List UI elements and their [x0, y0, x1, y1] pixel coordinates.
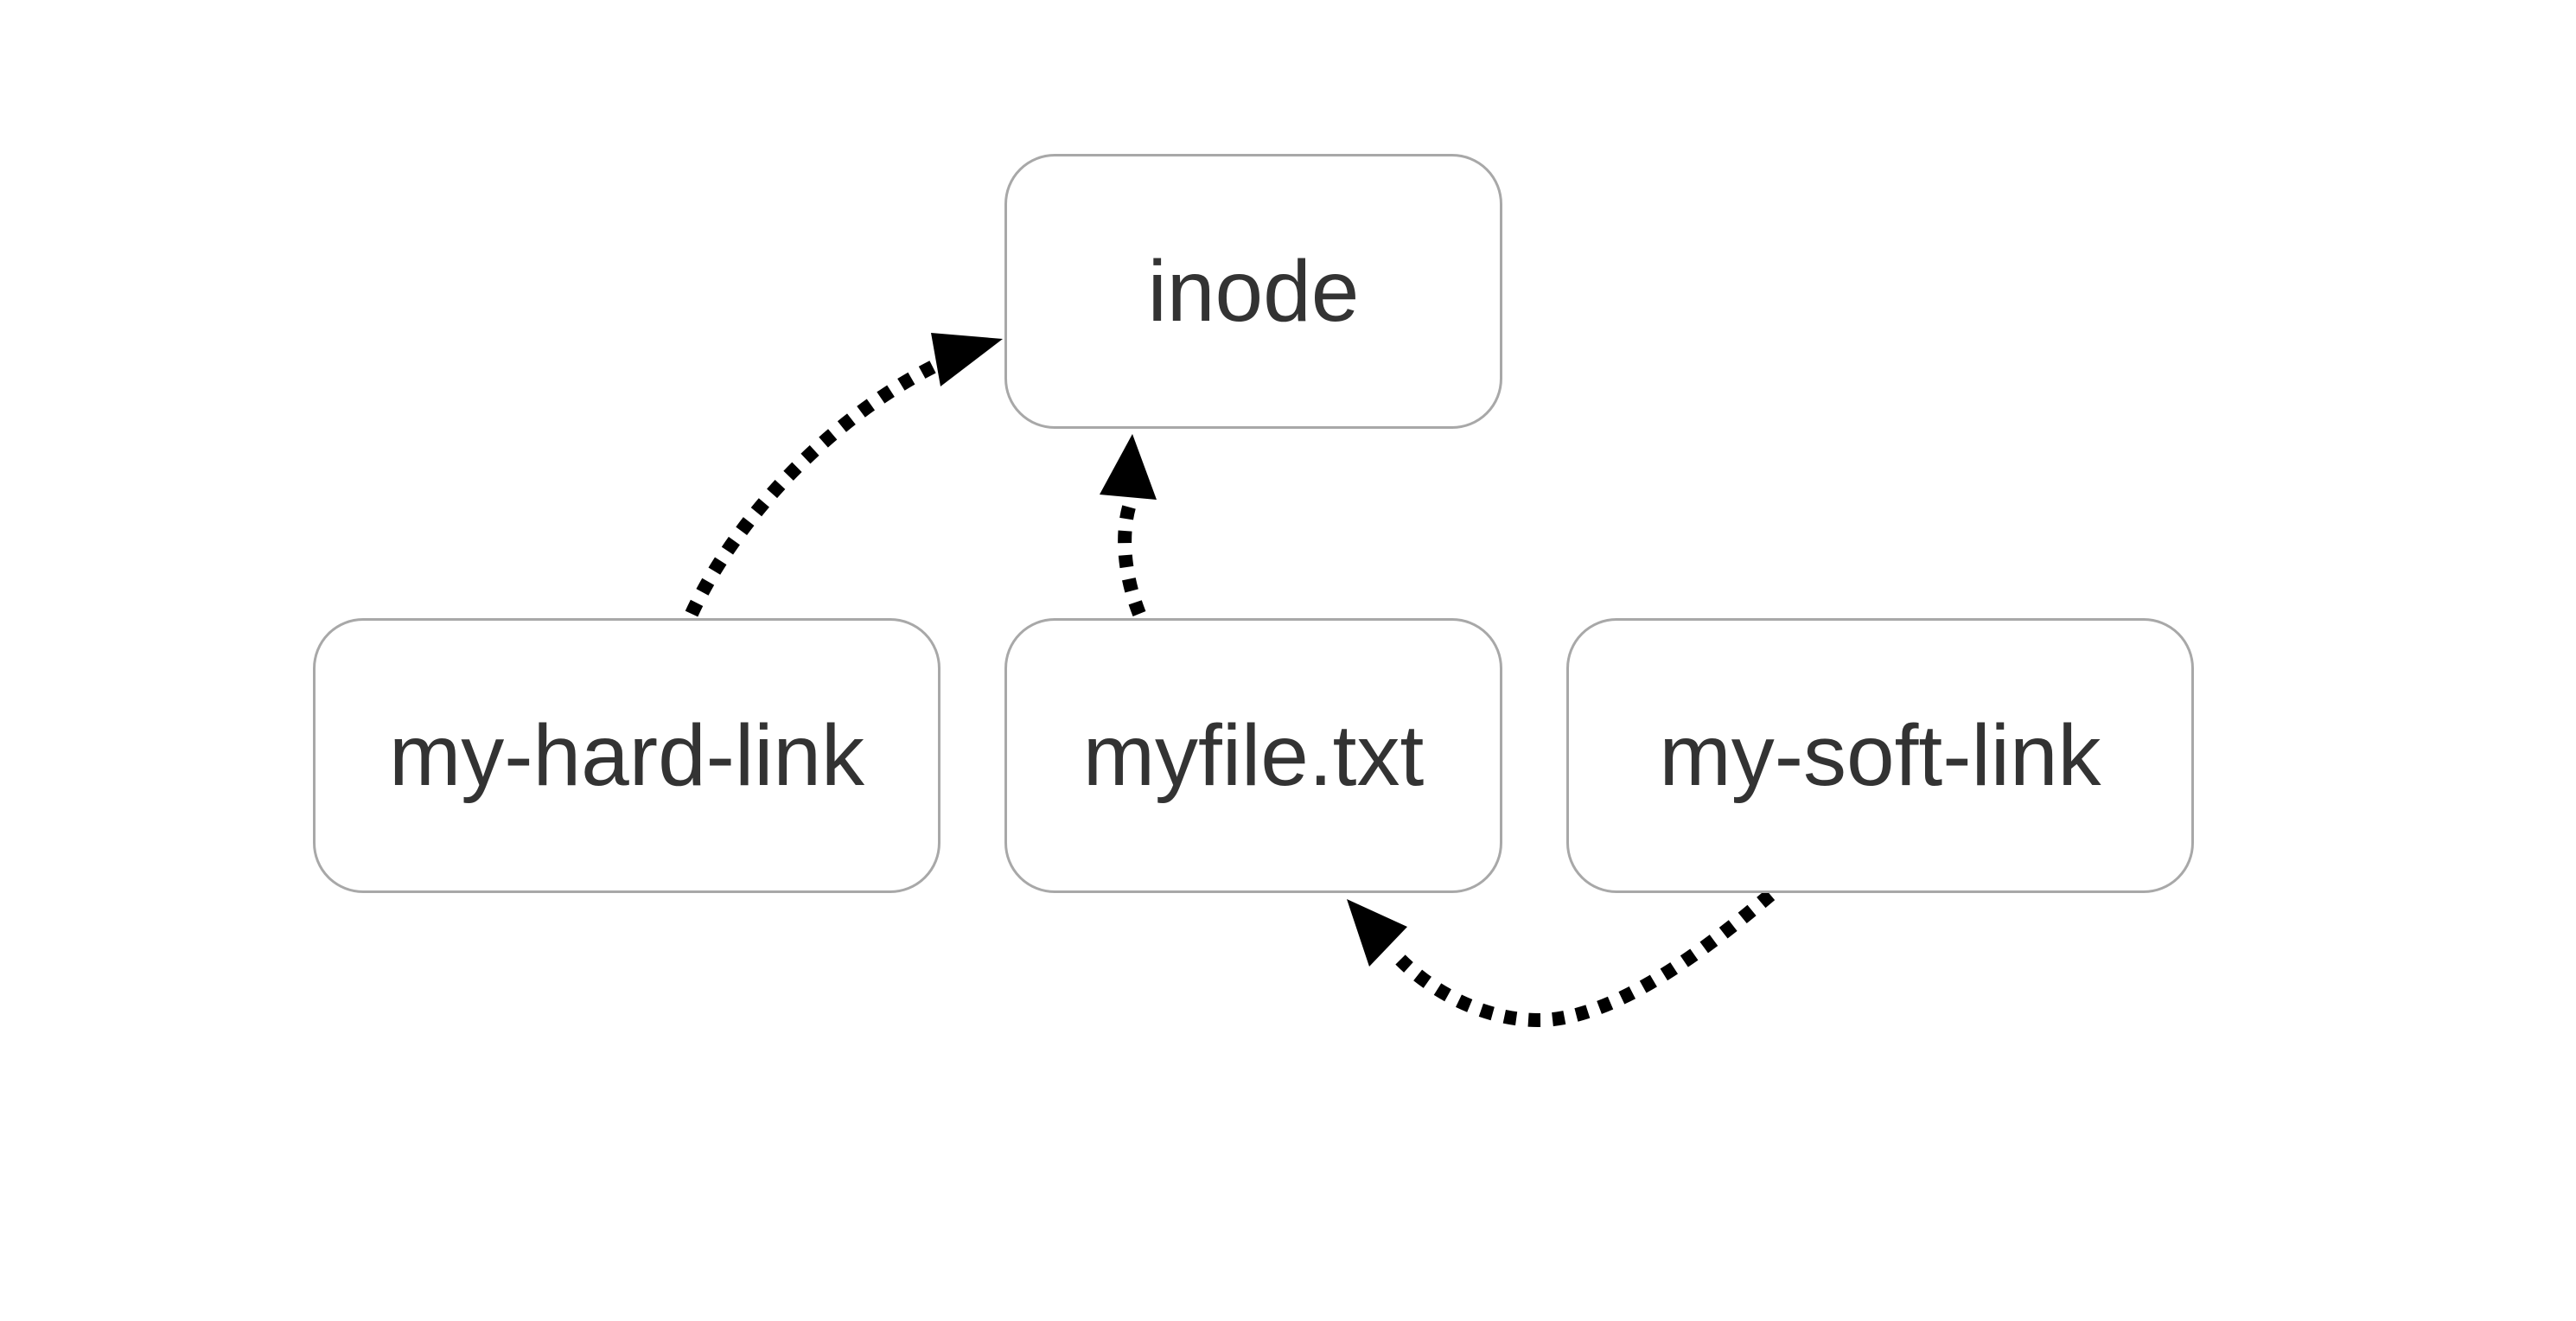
file-arrowhead — [1100, 434, 1157, 500]
hard-link-arrowhead — [931, 333, 1003, 386]
file-box: myfile.txt — [1004, 618, 1502, 893]
inode-label: inode — [1147, 242, 1360, 340]
hard-link-box: my-hard-link — [313, 618, 940, 893]
file-to-inode-arrow — [1118, 499, 1146, 616]
soft-link-box: my-soft-link — [1566, 618, 2194, 893]
inode-box: inode — [1004, 154, 1502, 429]
soft-link-arrowhead — [1347, 899, 1407, 967]
soft-link-label: my-soft-link — [1659, 706, 2101, 804]
file-label: myfile.txt — [1082, 706, 1425, 804]
soft-link-to-file-arrow — [1395, 889, 1776, 1028]
hard-link-label: my-hard-link — [388, 706, 865, 804]
hard-link-to-inode-arrow — [685, 348, 963, 617]
